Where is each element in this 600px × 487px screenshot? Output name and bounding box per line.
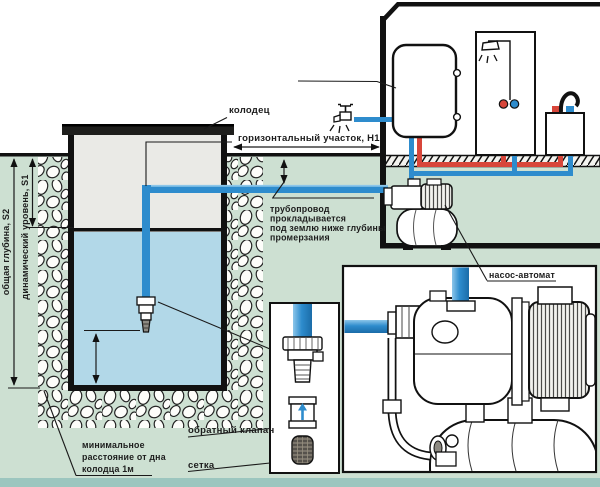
sink	[545, 91, 585, 156]
label-well: колодец	[229, 105, 270, 116]
ground-line-left	[0, 153, 68, 157]
dimension-lines	[8, 117, 380, 477]
house-left-wall	[380, 16, 386, 248]
supply-pipe-from-well	[142, 184, 388, 298]
basement-floor-line	[380, 243, 600, 249]
mesh-leader	[187, 462, 271, 473]
well-cover	[62, 124, 234, 135]
well-wall-right	[221, 135, 227, 390]
heater-bracket-top	[452, 68, 462, 78]
shower-cabin	[475, 31, 536, 156]
house-roof	[381, 2, 600, 22]
label-pipeline-note-3: под землю ниже глубины	[270, 223, 386, 233]
shower-head-icon	[478, 40, 511, 100]
shower-hot-handle	[498, 99, 509, 109]
check-valve-detail-box	[269, 302, 340, 474]
pump-detail-illustration	[344, 267, 595, 471]
water-heater	[297, 43, 462, 139]
well-bottom	[68, 385, 227, 391]
outdoor-faucet-icon	[329, 103, 353, 134]
pump-label-leader	[444, 204, 488, 281]
foot-valve	[136, 296, 156, 333]
label-dynamic-level: динамический уровень, S1	[20, 174, 30, 299]
label-total-depth: общая глубина, S2	[1, 209, 11, 296]
label-mesh: сетка	[188, 460, 215, 471]
ground-line-right	[227, 153, 383, 157]
well-label-pointer	[203, 117, 228, 130]
text-labels: колодец горизонтальный участок, Н1 трубо…	[1, 105, 386, 474]
label-min-distance-3: колодца 1м	[82, 464, 134, 474]
sink-cold-stub	[566, 106, 574, 115]
well-cover-top-edge	[62, 124, 234, 127]
sink-pedestal	[545, 112, 585, 156]
sink-hot-stub	[552, 106, 560, 115]
min-distance-leader	[43, 390, 77, 476]
heater-bracket-bottom	[452, 112, 462, 122]
foot-valve-leader	[157, 301, 271, 350]
label-horizontal-section: горизонтальный участок, Н1	[238, 133, 380, 144]
shower-cold-handle	[509, 99, 520, 109]
check-valve-part	[288, 396, 317, 429]
check-valve-leader	[187, 427, 271, 438]
gravel-backfill	[38, 157, 263, 428]
coupling-fitting	[282, 336, 324, 383]
heater-pointer-line	[297, 80, 397, 89]
label-min-distance-1: минимальное	[82, 440, 145, 450]
label-min-distance-2: расстояние от дна	[82, 452, 166, 462]
pump-detail-box: насос-автомат	[341, 204, 598, 474]
well-wall-left	[68, 135, 74, 390]
well	[62, 124, 234, 391]
bottom-strip	[0, 478, 600, 487]
label-check-valve: обратный клапан	[188, 425, 274, 436]
label-pipeline-note-2: прокладывается	[270, 214, 346, 224]
h1-reference-line	[145, 141, 232, 186]
label-pipeline-note-1: трубопровод	[270, 204, 330, 214]
sink-faucet-icon	[558, 91, 580, 113]
mesh-strainer-part	[291, 435, 314, 465]
label-pipeline-note-4: промерзания	[270, 233, 330, 243]
label-pump-station: насос-автомат	[489, 270, 555, 280]
pump-station-basement	[383, 178, 458, 250]
